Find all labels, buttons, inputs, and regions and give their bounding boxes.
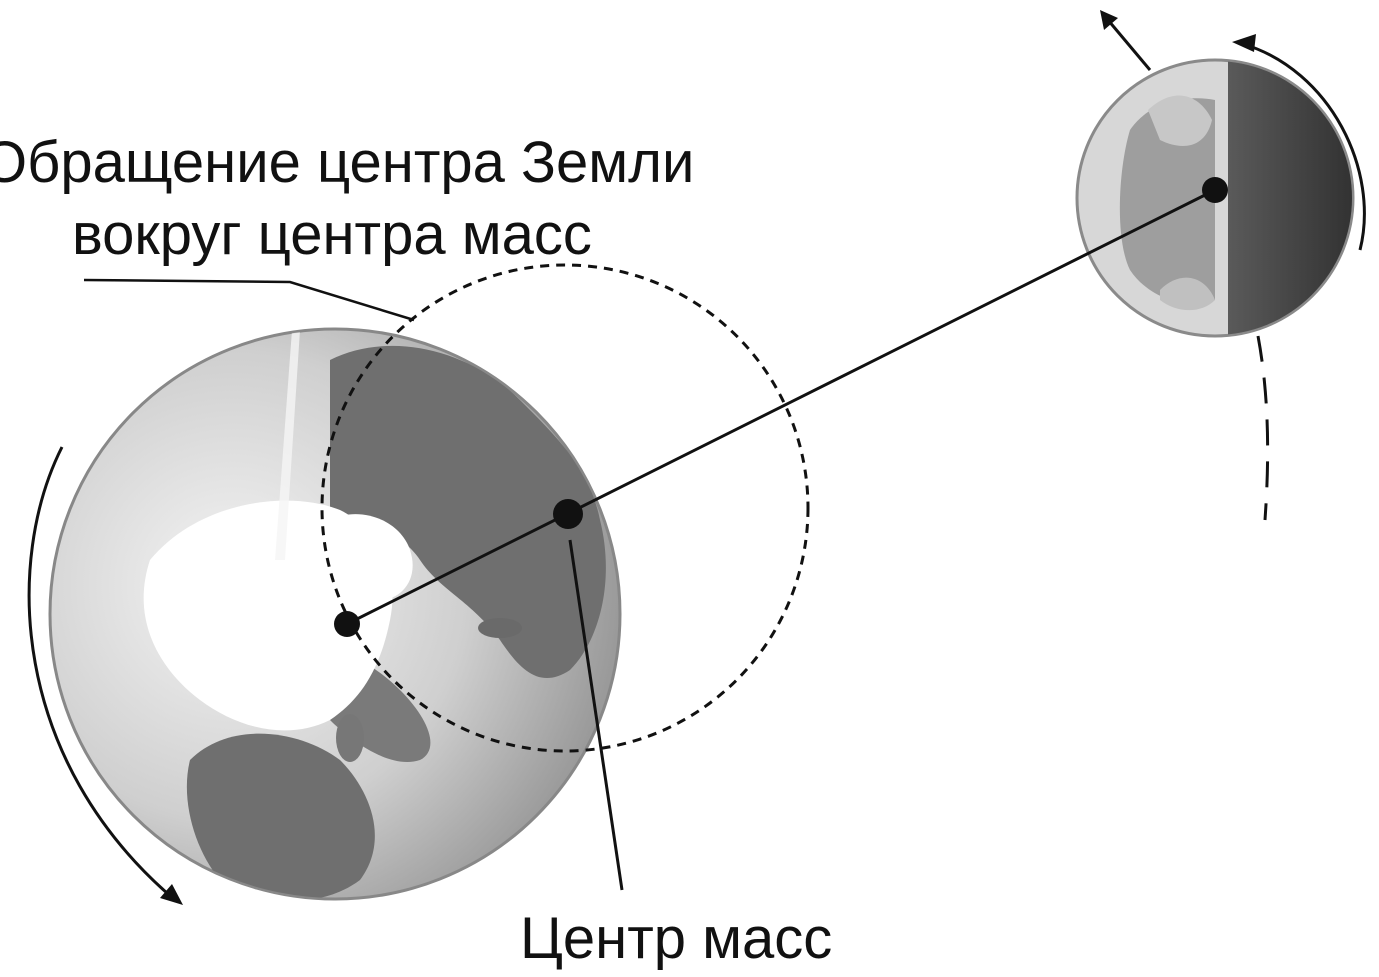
moon-orbit-path	[1256, 335, 1270, 521]
orbit-label-leader	[83, 278, 415, 322]
orbit-label-line1: Обращение центра Земли	[0, 130, 695, 195]
earth-moon-line	[346, 188, 1216, 626]
moon-icon	[1075, 58, 1355, 338]
center-of-mass-label: Центр масс	[520, 906, 833, 971]
orbit-label-line2: вокруг центра масс	[72, 202, 592, 267]
barycenter-orbit	[320, 263, 810, 753]
motion-arrow	[1100, 10, 1152, 71]
earth-globe-icon	[48, 327, 622, 901]
moon-center-point	[1202, 177, 1228, 203]
earth-center-point	[334, 611, 360, 637]
curved-arrow-icon	[1232, 34, 1366, 251]
curved-arrow-icon	[27, 446, 183, 905]
center-of-mass-point	[553, 499, 583, 529]
center-of-mass-leader	[568, 539, 624, 891]
